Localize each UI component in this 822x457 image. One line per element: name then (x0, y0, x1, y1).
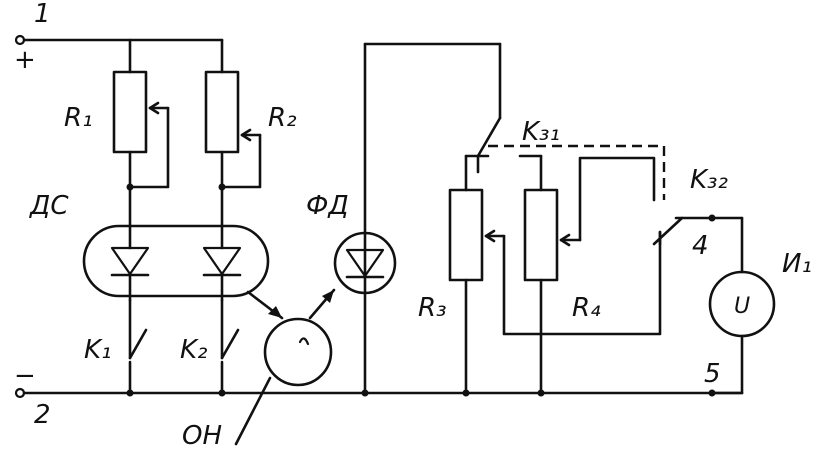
label-minus: − (14, 361, 36, 391)
switch-k1 (128, 298, 148, 395)
label-meter-symbol: U (734, 294, 750, 319)
label-terminal-2: 2 (34, 400, 51, 430)
positive-rail (14, 34, 224, 74)
label-i1: И₁ (782, 249, 812, 279)
relay-linkage (488, 144, 666, 200)
label-r1: R₁ (64, 103, 93, 133)
label-ds: ДС (29, 191, 69, 221)
resistor-r3 (448, 188, 662, 395)
label-k2: K₂ (180, 335, 207, 365)
diode-array-ds (82, 188, 270, 302)
label-k1: K₁ (84, 335, 111, 365)
label-on: ОН (182, 421, 222, 451)
relay-contact-k31 (363, 42, 502, 192)
label-terminal-1: 1 (34, 0, 51, 29)
label-r3: R₃ (418, 293, 447, 323)
label-k32: K₃₂ (690, 165, 728, 195)
resistor-r4 (518, 154, 656, 395)
label-k31: K₃₁ (522, 117, 560, 147)
optical-object-on (234, 288, 336, 446)
label-terminal-4: 4 (692, 231, 709, 261)
negative-rail (14, 387, 742, 399)
label-fd: ФД (306, 191, 349, 221)
switch-k2 (220, 298, 240, 395)
label-plus: + (14, 45, 36, 75)
label-r4: R₄ (572, 293, 601, 323)
label-terminal-5: 5 (704, 359, 721, 389)
relay-contact-k32 (652, 214, 744, 274)
photodiode-fd (333, 42, 397, 395)
voltmeter-i1 (708, 270, 776, 395)
label-r2: R₂ (268, 103, 297, 133)
resistor-r1 (112, 70, 170, 192)
resistor-r2 (204, 70, 262, 192)
